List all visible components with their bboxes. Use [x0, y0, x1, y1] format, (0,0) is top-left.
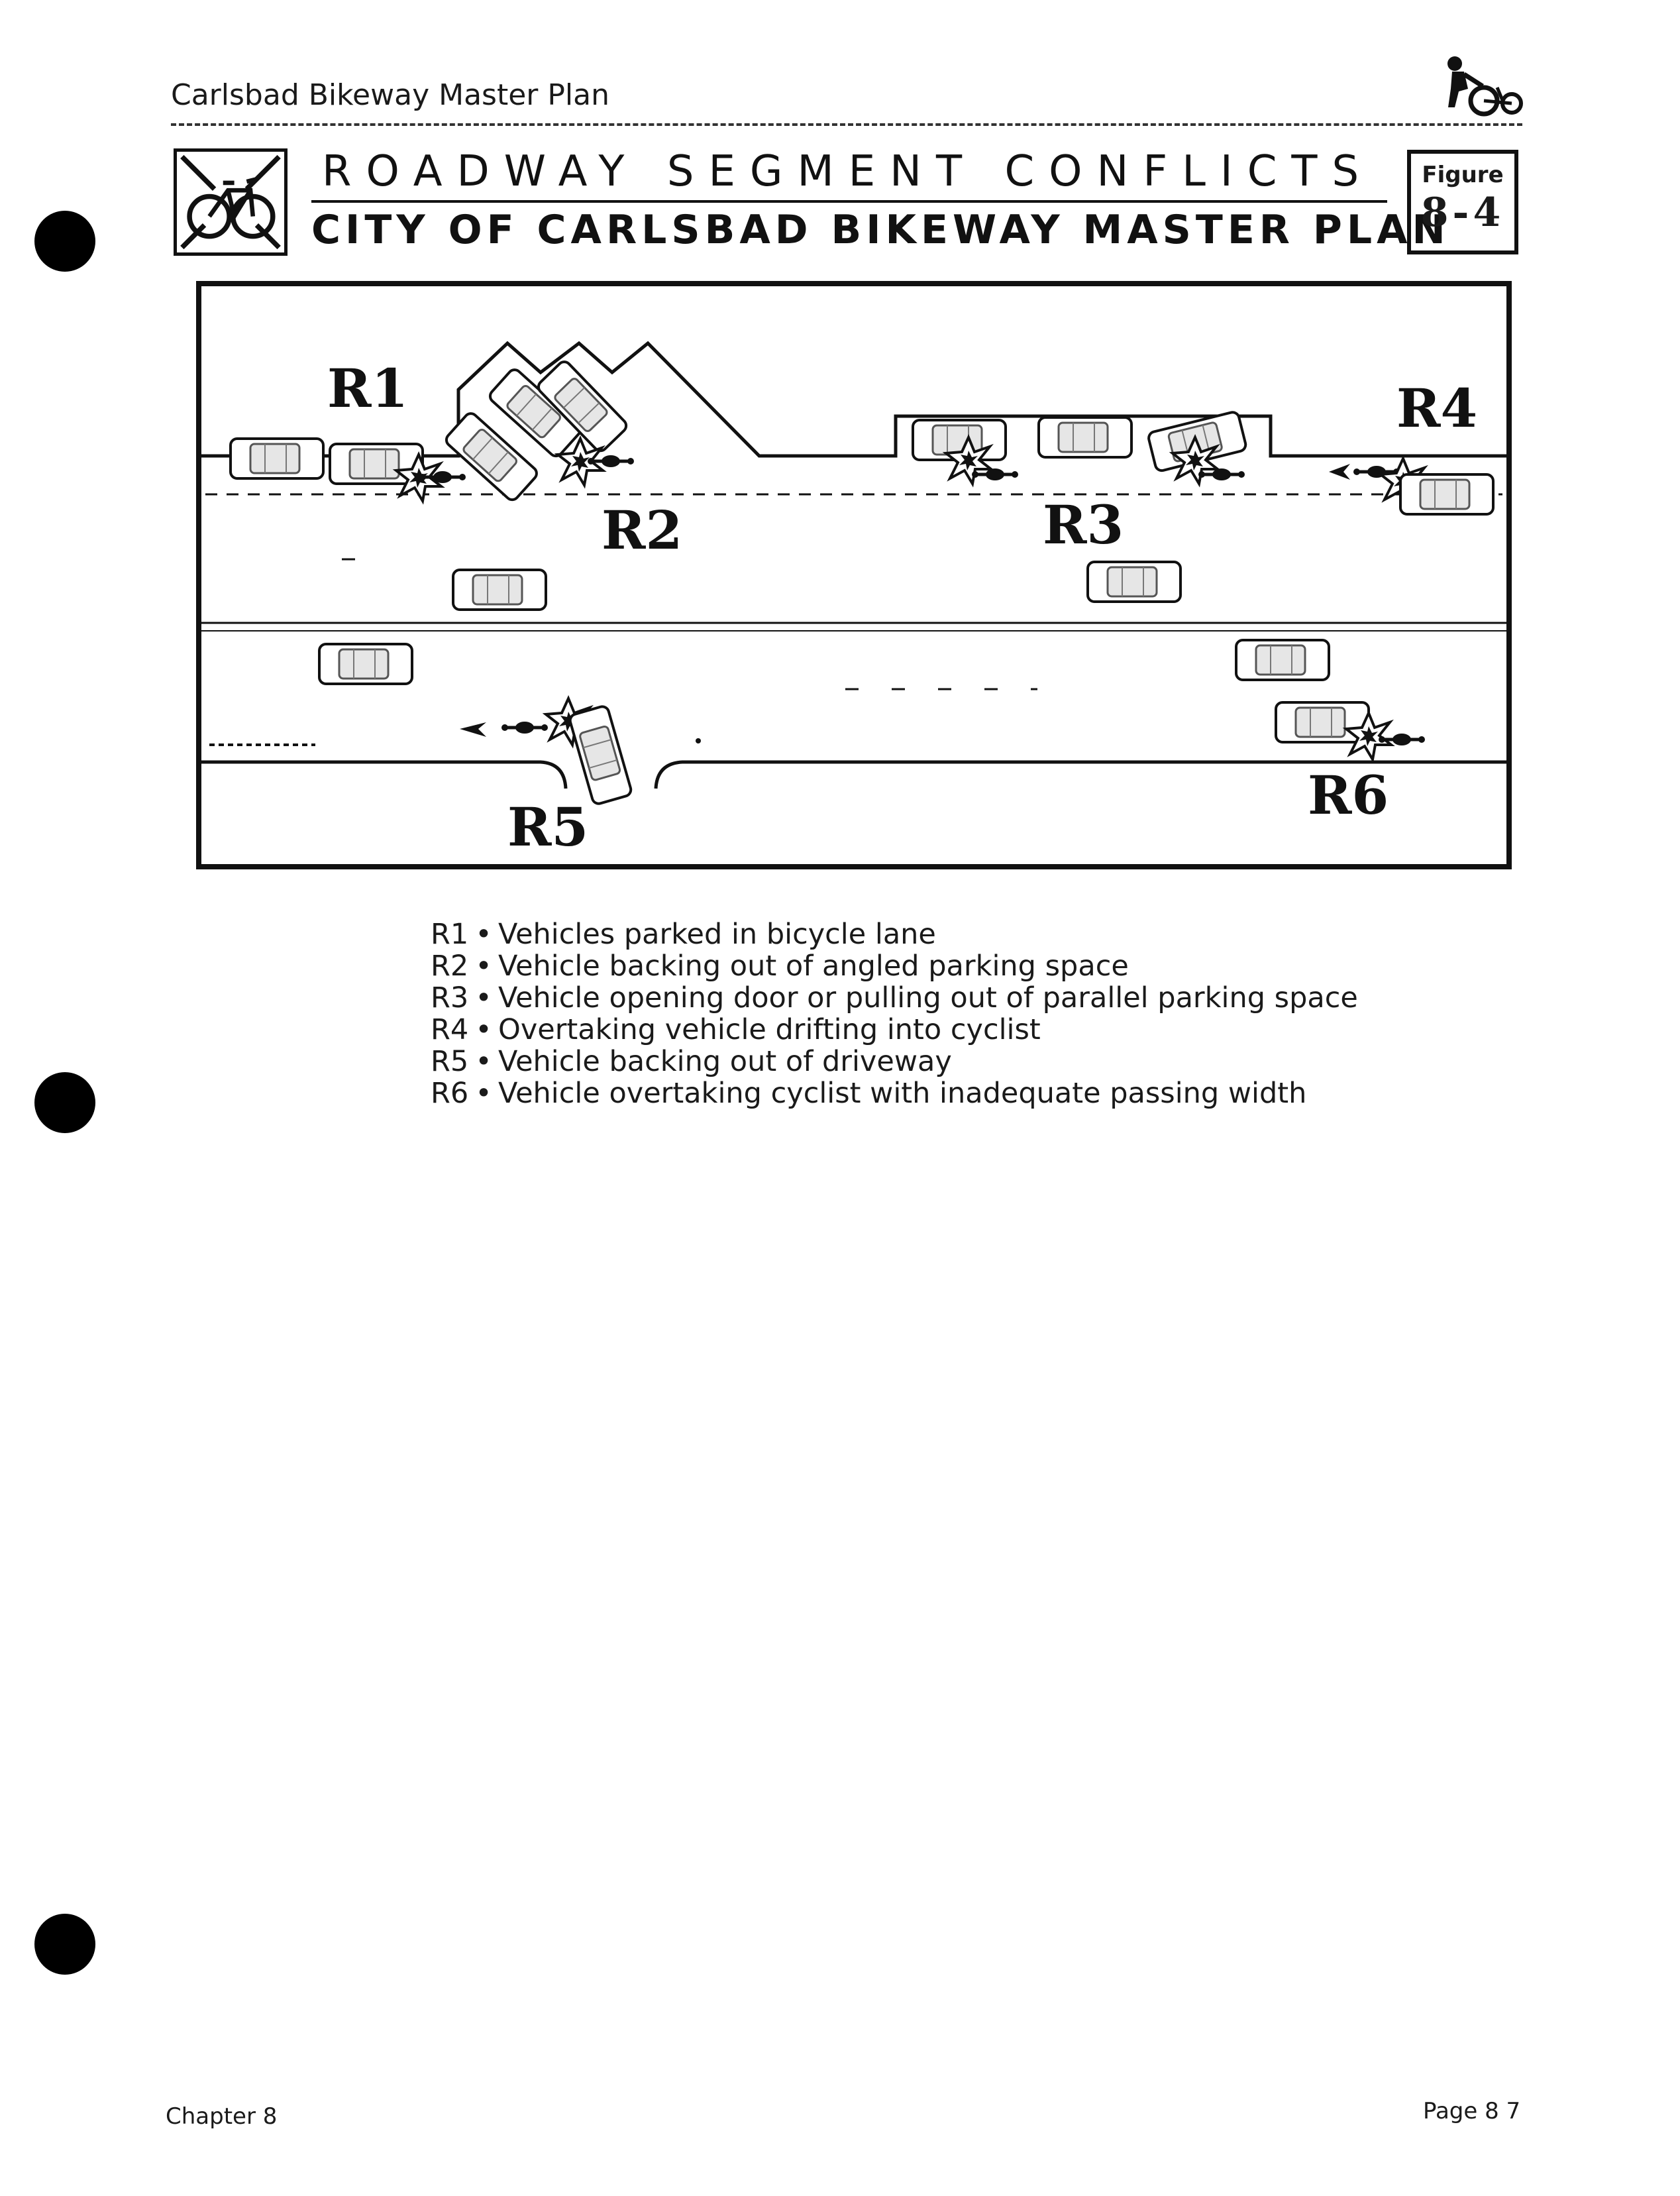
title-rule	[311, 200, 1387, 203]
binder-hole	[34, 1914, 95, 1975]
zone-label-r5: R5	[507, 796, 588, 858]
binder-hole	[34, 1072, 95, 1133]
cyclist-logo-icon	[1447, 56, 1523, 117]
figure-badge-label: Figure	[1422, 162, 1504, 188]
overtaking-car	[1399, 473, 1495, 516]
roadway-conflict-diagram: R1 R2 R3 R4 R5 R6	[196, 281, 1512, 869]
travel-car	[1235, 639, 1330, 681]
footer-chapter: Chapter 8	[166, 2103, 278, 2130]
legend-list: R1•Vehicles parked in bicycle lane R2•Ve…	[431, 918, 1358, 1109]
travel-car	[318, 643, 413, 685]
figure-badge: Figure 8-4	[1407, 150, 1518, 254]
legend-item: R1•Vehicles parked in bicycle lane	[431, 918, 936, 951]
footer-page-number: Page 8 7	[1423, 2098, 1521, 2124]
header-dashed-rule	[171, 123, 1522, 126]
zone-label-r6: R6	[1308, 764, 1389, 826]
zone-label-r4: R4	[1396, 377, 1477, 439]
bicycle-icon	[174, 148, 288, 256]
zone-label-r1: R1	[327, 357, 408, 419]
figure-title: ROADWAY SEGMENT CONFLICTS	[322, 147, 1374, 196]
parked-car	[229, 437, 325, 480]
figure-badge-number: 8-4	[1420, 190, 1505, 236]
travel-car	[452, 569, 547, 611]
figure-subtitle: CITY OF CARLSBAD BIKEWAY MASTER PLAN	[311, 207, 1450, 253]
binder-hole	[34, 211, 95, 272]
running-head: Carlsbad Bikeway Master Plan	[171, 78, 609, 112]
legend-item: R3•Vehicle opening door or pulling out o…	[431, 981, 1358, 1015]
travel-car	[1086, 561, 1182, 603]
direction-arrow-icon	[460, 722, 486, 737]
legend-item: R4•Overtaking vehicle drifting into cycl…	[431, 1013, 1041, 1046]
zone-label-r2: R2	[602, 499, 682, 561]
legend-item: R6•Vehicle overtaking cyclist with inade…	[431, 1077, 1307, 1110]
legend-item: R2•Vehicle backing out of angled parking…	[431, 950, 1129, 983]
direction-arrow-icon	[1329, 464, 1350, 480]
zone-label-r3: R3	[1043, 494, 1124, 556]
legend-item: R5•Vehicle backing out of driveway	[431, 1045, 952, 1078]
parallel-parked-car	[1037, 416, 1133, 459]
